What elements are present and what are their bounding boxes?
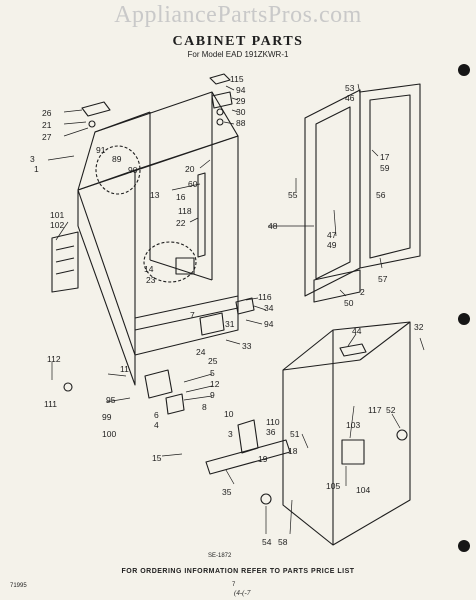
callout-116: 116 bbox=[258, 292, 272, 302]
diagram-code: SE-1872 bbox=[208, 553, 232, 559]
model-subtitle: For Model EAD 191ZKWR-1 bbox=[187, 50, 289, 59]
callout-10: 10 bbox=[224, 409, 234, 419]
callout-21: 21 bbox=[42, 120, 52, 130]
callout-15: 15 bbox=[152, 453, 162, 463]
callout-27: 27 bbox=[42, 132, 52, 142]
callout-111: 111 bbox=[44, 399, 57, 409]
diagram-title: CABINET PARTS bbox=[172, 34, 304, 49]
callout-34: 34 bbox=[264, 303, 274, 313]
callout-52: 52 bbox=[386, 405, 396, 415]
handwritten-ref: (4-(-7 bbox=[234, 589, 251, 597]
callout-44: 44 bbox=[352, 326, 362, 336]
callout-56: 56 bbox=[376, 190, 386, 200]
callout-12: 12 bbox=[210, 379, 220, 389]
callout-55: 55 bbox=[288, 190, 298, 200]
callout-25: 25 bbox=[208, 356, 218, 366]
cabinet-shell bbox=[51, 91, 239, 386]
callout-47: 47 bbox=[327, 230, 337, 240]
callout-46: 46 bbox=[345, 93, 355, 103]
callout-31: 31 bbox=[225, 319, 235, 329]
callout-35: 35 bbox=[222, 487, 232, 497]
callout-53: 53 bbox=[345, 83, 355, 93]
callout-48: 48 bbox=[268, 221, 278, 231]
callout-7: 7 bbox=[190, 310, 195, 320]
page-ref: 7 bbox=[232, 582, 236, 588]
callout-99: 99 bbox=[102, 412, 112, 422]
freezer-liner bbox=[282, 321, 411, 546]
callout-94: 94 bbox=[264, 319, 274, 329]
callout-26: 26 bbox=[42, 108, 52, 118]
callout-18: 18 bbox=[288, 446, 298, 456]
top-hinge-group bbox=[81, 73, 233, 128]
callout-50: 50 bbox=[344, 298, 354, 308]
callout-20: 20 bbox=[185, 164, 195, 174]
callout-9: 9 bbox=[210, 390, 215, 400]
binder-hole-top bbox=[458, 64, 470, 76]
callout-112: 112 bbox=[47, 354, 61, 364]
callout-19: 19 bbox=[258, 454, 268, 464]
callout-2: 2 bbox=[360, 287, 365, 297]
callout-115: 115 bbox=[230, 74, 244, 84]
callout-94: 94 bbox=[236, 85, 246, 95]
callout-103: 103 bbox=[346, 420, 360, 430]
callout-89: 89 bbox=[112, 154, 122, 164]
callout-14: 14 bbox=[144, 264, 154, 274]
callout-16: 16 bbox=[176, 192, 186, 202]
callout-23: 23 bbox=[146, 275, 156, 285]
callout-32: 32 bbox=[414, 322, 424, 332]
ordering-note: FOR ORDERING INFORMATION REFER TO PARTS … bbox=[121, 568, 355, 575]
callout-110: 110 bbox=[266, 417, 280, 427]
binder-hole-middle bbox=[458, 313, 470, 325]
callout-30: 30 bbox=[236, 107, 246, 117]
callout-59: 59 bbox=[380, 163, 390, 173]
callout-36: 36 bbox=[266, 427, 276, 437]
callout-95: 95 bbox=[106, 395, 116, 405]
callout-57: 57 bbox=[378, 274, 388, 284]
callout-1: 1 bbox=[34, 164, 39, 174]
callout-3: 3 bbox=[30, 154, 35, 164]
callout-118: 118 bbox=[178, 206, 192, 216]
callout-13: 13 bbox=[150, 190, 160, 200]
callout-88: 88 bbox=[236, 118, 246, 128]
callout-104: 104 bbox=[356, 485, 370, 495]
callout-117: 117 bbox=[368, 405, 382, 415]
callout-101: 101 bbox=[50, 210, 64, 220]
callout-58: 58 bbox=[278, 537, 288, 547]
callout-102: 102 bbox=[50, 220, 64, 230]
callout-6: 6 bbox=[154, 410, 159, 420]
callout-54: 54 bbox=[262, 537, 272, 547]
callout-91: 91 bbox=[96, 145, 106, 155]
callout-33: 33 bbox=[242, 341, 252, 351]
callout-3: 3 bbox=[228, 429, 233, 439]
callout-29: 29 bbox=[236, 96, 246, 106]
callout-17: 17 bbox=[380, 152, 390, 162]
site-watermark: AppliancePartsPros.com bbox=[114, 2, 362, 28]
lower-components bbox=[63, 297, 291, 505]
callout-105: 105 bbox=[326, 481, 340, 491]
callout-24: 24 bbox=[196, 347, 206, 357]
callout-4: 4 bbox=[154, 420, 159, 430]
callout-22: 22 bbox=[176, 218, 186, 228]
binder-hole-bottom bbox=[458, 540, 470, 552]
callout-11: 11 bbox=[120, 364, 129, 374]
door-gasket-frames bbox=[304, 83, 421, 303]
callout-49: 49 bbox=[327, 240, 337, 250]
callout-5: 5 bbox=[210, 368, 215, 378]
callout-100: 100 bbox=[102, 429, 116, 439]
callout-60: 60 bbox=[188, 179, 198, 189]
leader-lines bbox=[47, 83, 425, 535]
callout-51: 51 bbox=[290, 429, 300, 439]
callout-8: 8 bbox=[202, 402, 207, 412]
corner-code: 71995 bbox=[10, 583, 27, 589]
callout-90: 90 bbox=[128, 165, 138, 175]
